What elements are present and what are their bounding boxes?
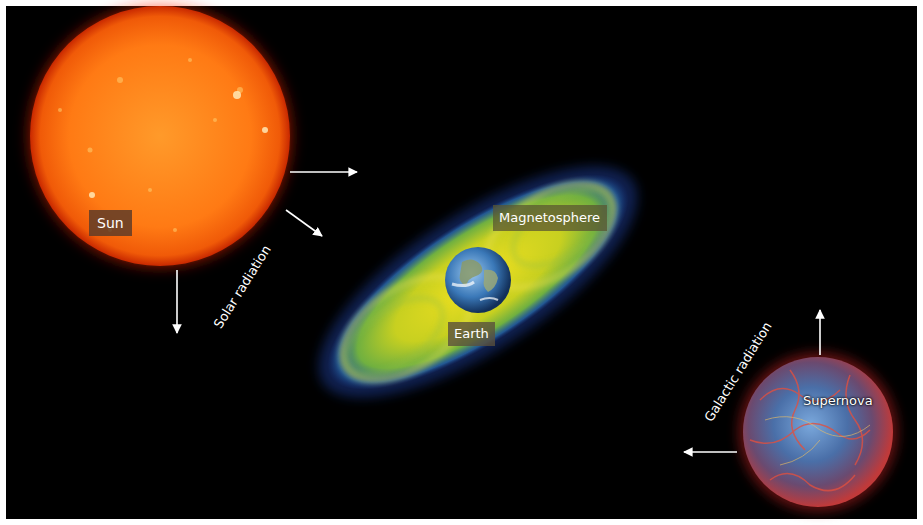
earth-picture	[445, 247, 511, 313]
background	[6, 6, 917, 519]
label-text: Magnetosphere	[499, 210, 601, 226]
sun-picture	[22, 0, 298, 274]
label-box: Magnetosphere	[493, 205, 607, 231]
free-label: Supernova	[803, 393, 873, 409]
label-text: Sun	[97, 215, 124, 231]
label-box: Sun	[89, 210, 132, 236]
galactic-arrows	[684, 310, 820, 452]
supernova-picture	[738, 352, 898, 512]
label-box: Earth	[448, 322, 495, 346]
label-text: Earth	[454, 326, 489, 342]
solar-arrows	[177, 172, 357, 333]
magnetosphere-picture	[286, 124, 670, 440]
